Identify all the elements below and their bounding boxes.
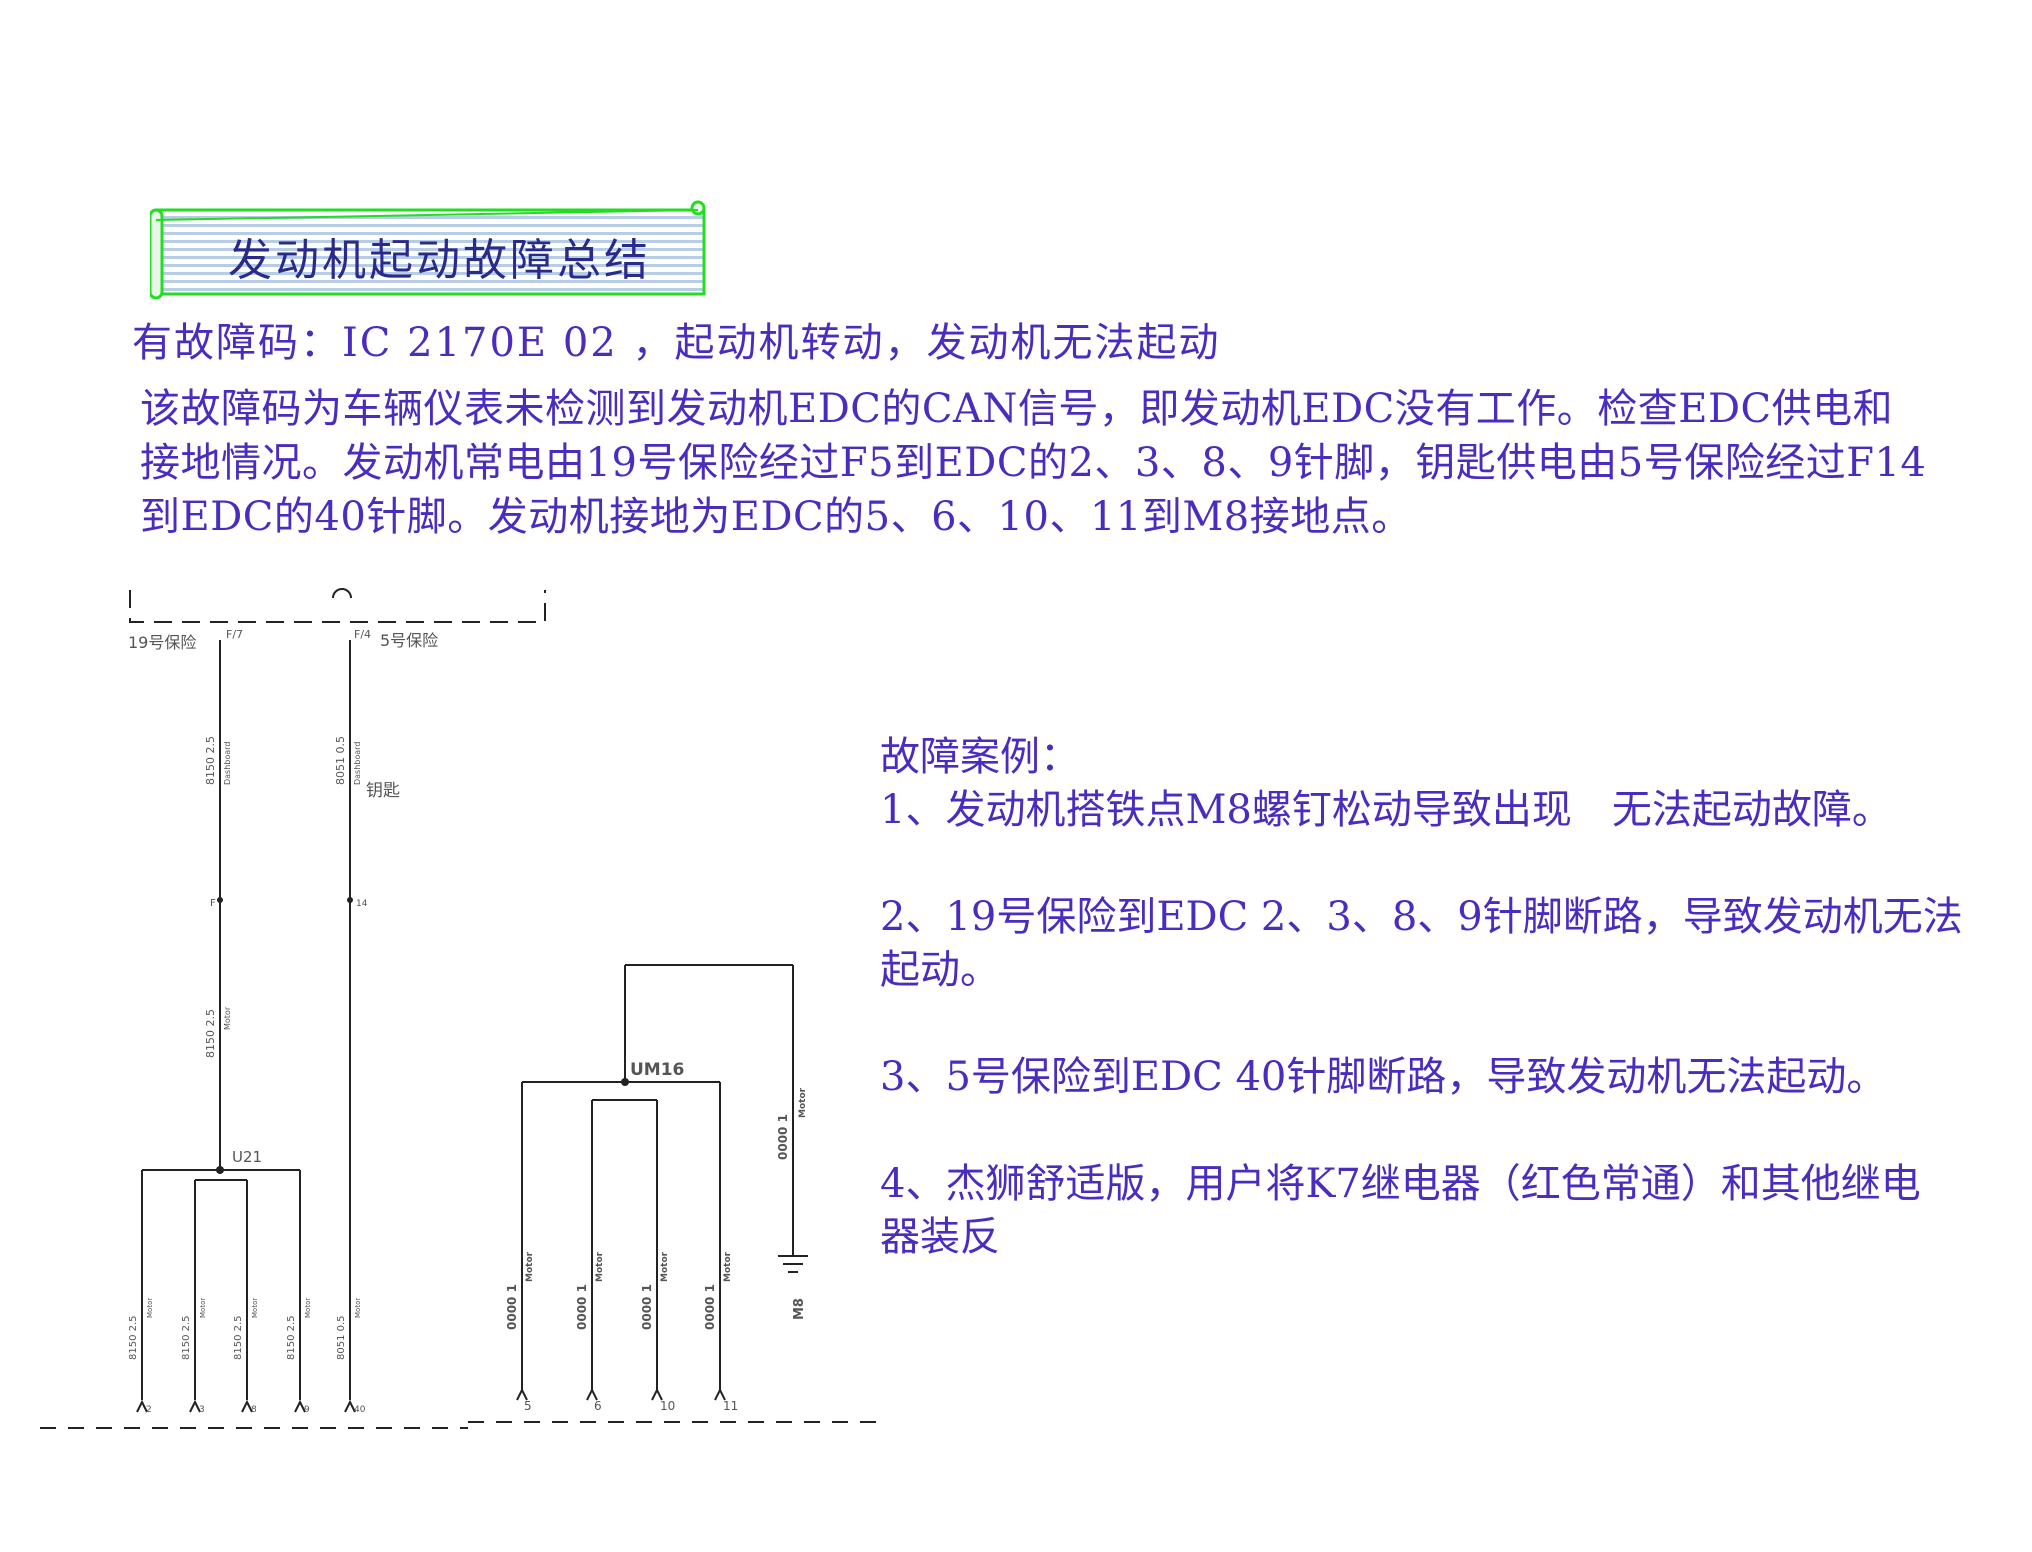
edc-pin: 2 (146, 1405, 152, 1415)
ground-wire-code: 0000 1 (505, 1284, 519, 1330)
splice-um16-label: UM16 (630, 1060, 684, 1080)
ground-pin: 10 (660, 1399, 675, 1413)
ground-pin: 6 (594, 1399, 602, 1413)
splice-u21-dot (216, 1166, 224, 1174)
splice-u21-label: U21 (232, 1148, 262, 1166)
description-line: 到EDC的40针脚。发动机接地为EDC的5、6、10、11到M8接地点。 (140, 494, 1412, 540)
connector-right: 14 (356, 899, 368, 909)
top-wire-left: 8150 2.5 (204, 736, 217, 785)
cases-heading: 故障案例： (880, 734, 1080, 780)
mid-wire-harness: Motor (223, 1006, 232, 1030)
ground-label: M8 (792, 1298, 807, 1320)
edc-wire-code: 8051 0.5 (336, 1315, 347, 1360)
ground-pin: 5 (524, 1399, 532, 1413)
connector-left: F (210, 898, 216, 909)
fuse-box-outline (129, 590, 546, 623)
splice-um16-dot (621, 1078, 629, 1086)
case-item-2-cont: 起动。 (880, 947, 1000, 993)
description: 该故障码为车辆仪表未检测到发动机EDC的CAN信号，即发动机EDC没有工作。检查… (140, 382, 1926, 544)
title-banner (150, 200, 706, 300)
splice-marks (216, 897, 629, 1174)
ground-wire-harness: Motor (525, 1251, 535, 1282)
edc-pin: 9 (304, 1405, 310, 1415)
ground-wire-harness: Motor (595, 1251, 605, 1282)
case-item-4-cont: 器装反 (880, 1214, 1000, 1260)
fuse19-pin: F/7 (226, 628, 243, 641)
ground-top-harness: Motor (798, 1087, 808, 1118)
ground-wire-code: 0000 1 (703, 1284, 717, 1330)
top-wire-left-harness: Dashboard (223, 742, 232, 785)
edc-pin: 3 (199, 1405, 205, 1415)
fault-cases: 故障案例： 1、发动机搭铁点M8螺钉松动导致出现 无法起动故障。 2、19号保险… (880, 730, 1963, 1263)
edc-wire-harness: Motor (146, 1298, 154, 1318)
edc-wire-harness: Motor (304, 1298, 312, 1318)
description-line: 该故障码为车辆仪表未检测到发动机EDC的CAN信号，即发动机EDC没有工作。检查… (140, 386, 1894, 432)
edc-pin: 8 (251, 1405, 257, 1415)
edc-wire-harness: Motor (199, 1298, 207, 1318)
mid-wire: 8150 2.5 (204, 1009, 217, 1058)
fuse-box-symbol (332, 588, 352, 599)
pin-arrows (136, 1387, 726, 1413)
description-line: 接地情况。发动机常电由19号保险经过F5到EDC的2、3、8、9针脚，钥匙供电由… (140, 440, 1927, 486)
edc-wire-harness: Motor (251, 1298, 259, 1318)
ground-top-wire: 0000 1 (776, 1114, 790, 1160)
edc-pin: 40 (354, 1405, 366, 1415)
edc-wire-code: 8150 2.5 (181, 1315, 192, 1360)
case-item-4: 4、杰狮舒适版，用户将K7继电器（红色常通）和其他继电 (880, 1161, 1921, 1207)
fuse5-pin: F/4 (354, 628, 371, 641)
key-label: 钥匙 (366, 781, 400, 801)
edc-wire-code: 8150 2.5 (233, 1315, 244, 1360)
ground-wire-code: 0000 1 (640, 1284, 654, 1330)
ground-wire-harness: Motor (660, 1251, 670, 1282)
edc-wire-harness: Motor (354, 1298, 362, 1318)
case-item-3: 3、5号保险到EDC 40针脚断路，导致发动机无法起动。 (880, 1054, 1887, 1100)
top-wire-right: 8051 0.5 (334, 736, 347, 785)
edc-wire-code: 8150 2.5 (128, 1315, 139, 1360)
top-wire-right-harness: Dashboard (353, 742, 362, 785)
ground-wire-code: 0000 1 (575, 1284, 589, 1330)
edc-wire-code: 8150 2.5 (286, 1315, 297, 1360)
fuse5-label: 5号保险 (380, 631, 438, 650)
fuse19-label: 19号保险 (128, 633, 196, 652)
ground-wire-harness: Motor (723, 1251, 733, 1282)
case-item-2: 2、19号保险到EDC 2、3、8、9针脚断路，导致发动机无法 (880, 894, 1963, 940)
banner-title: 发动机起动故障总结 (228, 235, 651, 286)
fault-code-line: 有故障码：IC 2170E 02 ，起动机转动，发动机无法起动 (132, 320, 1221, 366)
case-item-1: 1、发动机搭铁点M8螺钉松动导致出现 无法起动故障。 (880, 787, 1892, 833)
ground-pin: 11 (723, 1399, 738, 1413)
